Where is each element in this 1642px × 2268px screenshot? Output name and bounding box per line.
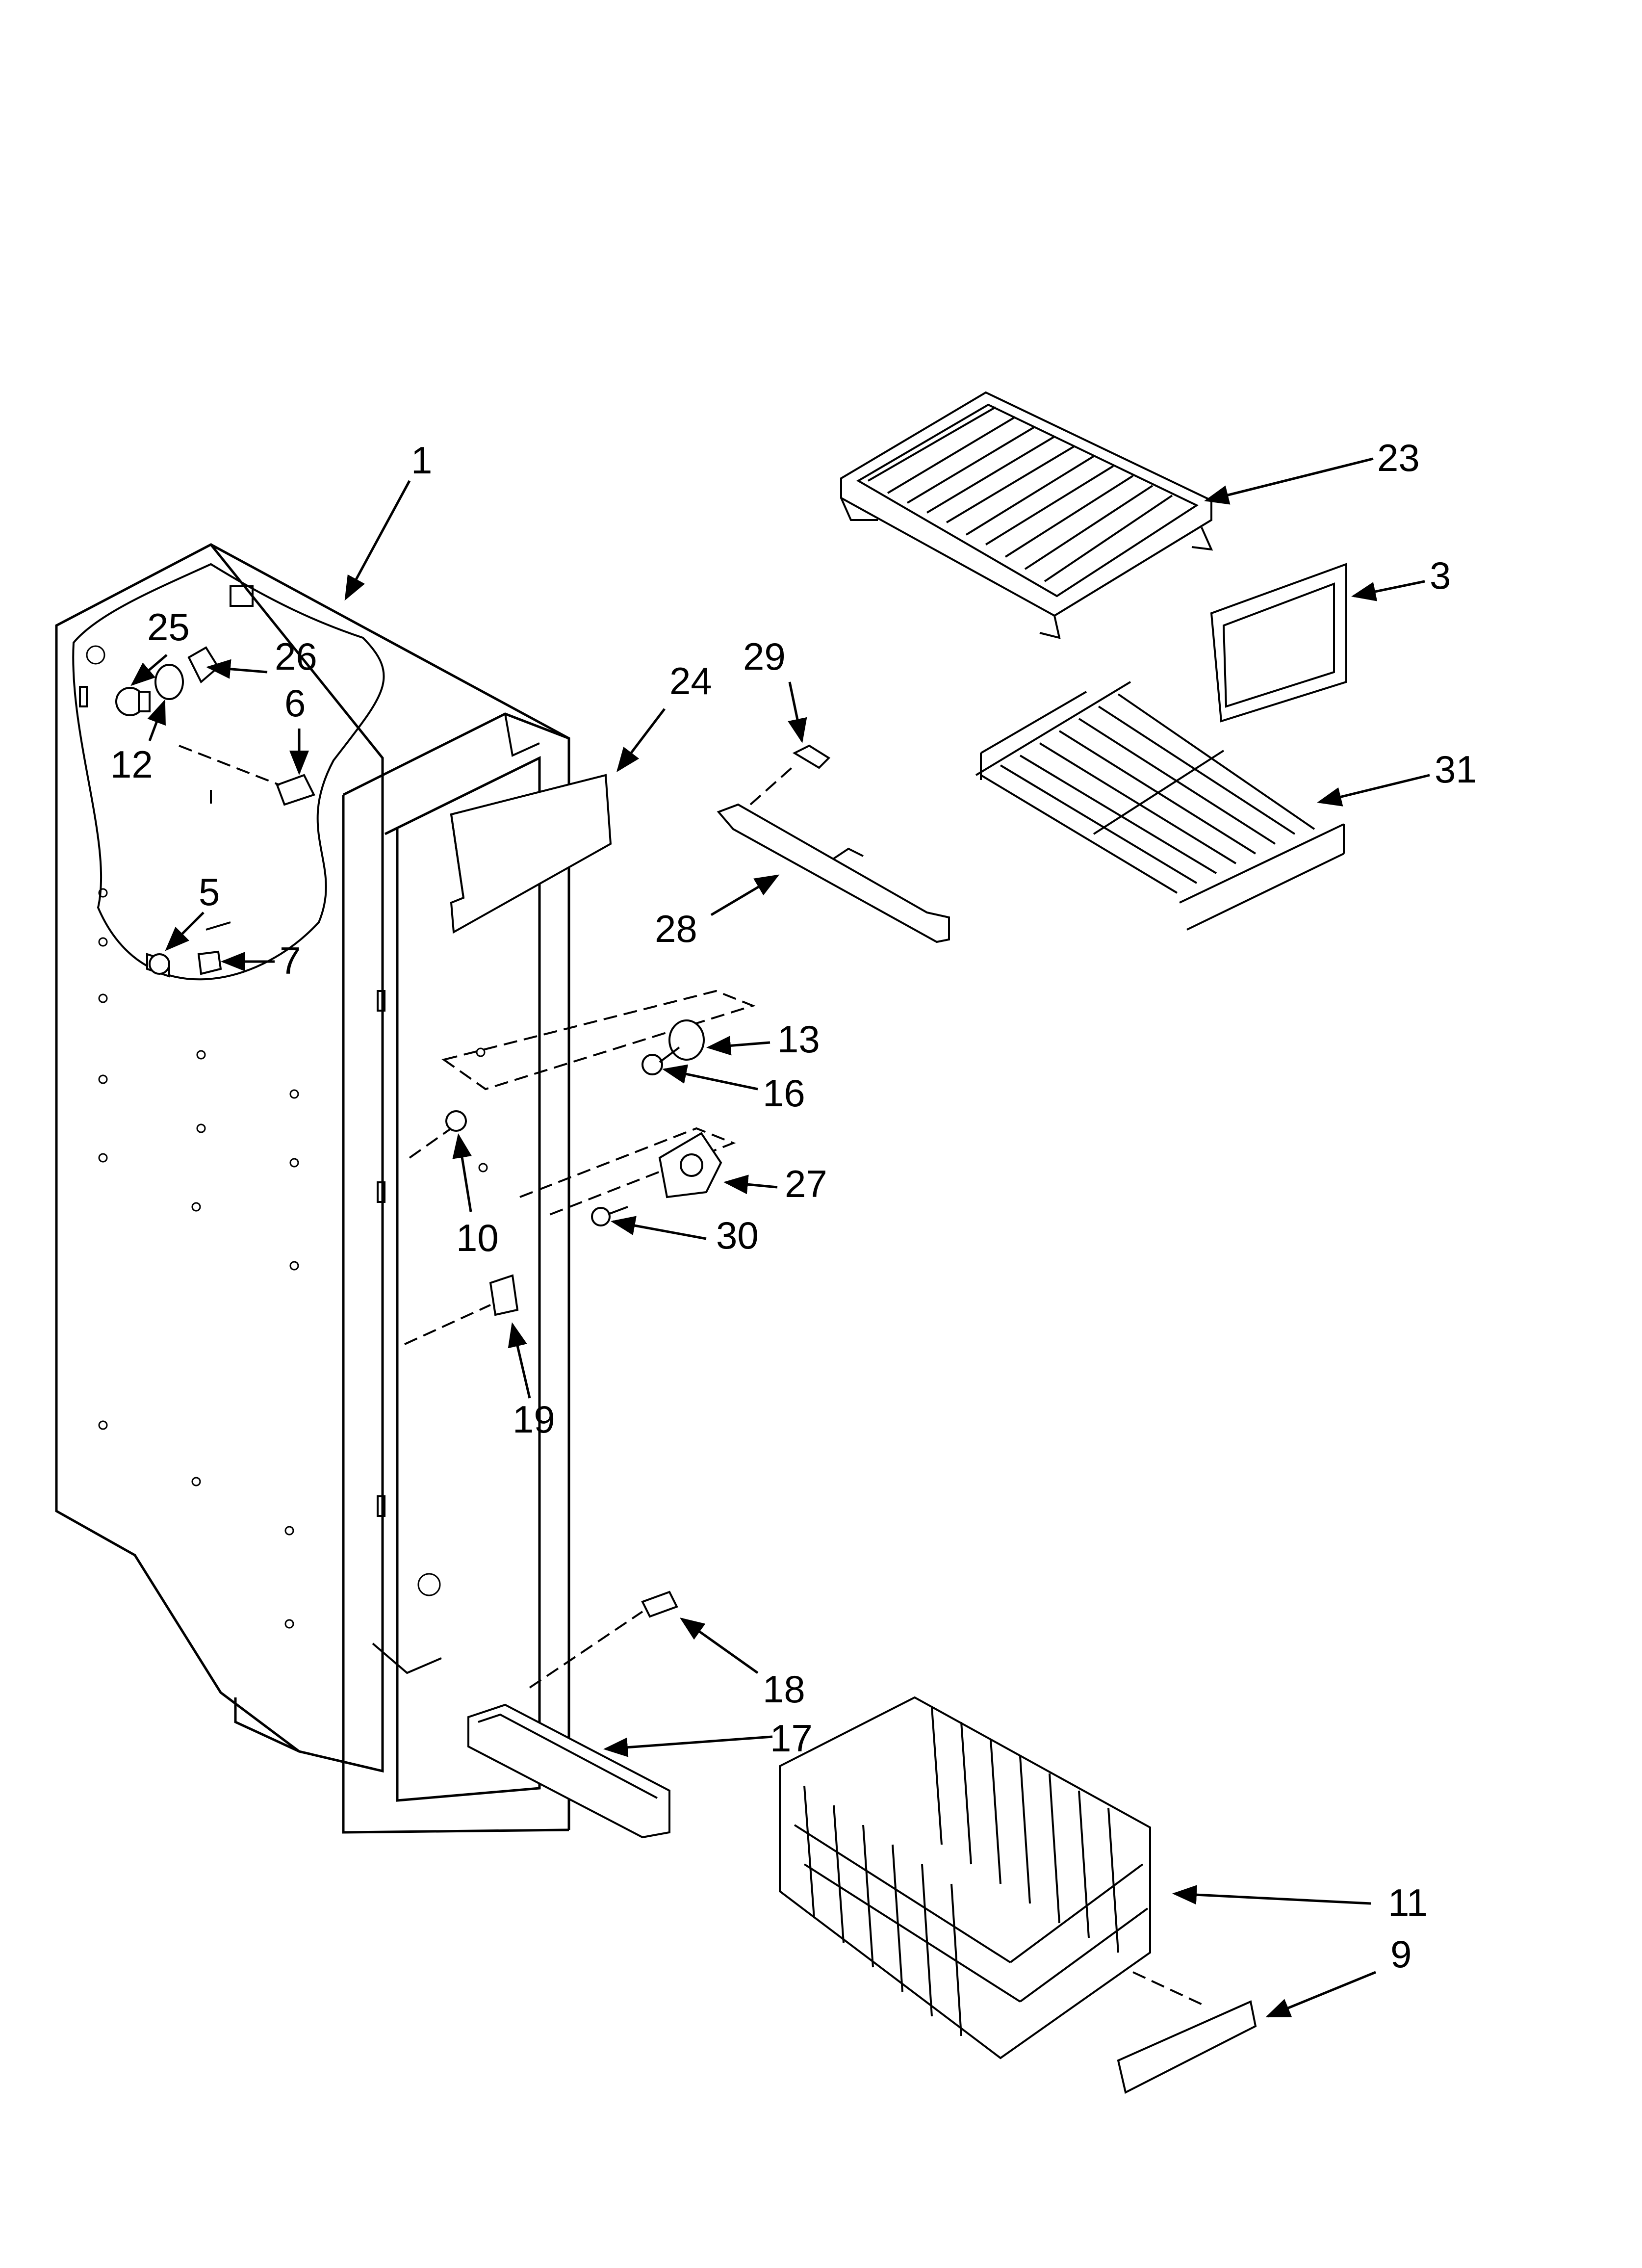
shelf-trim-part xyxy=(1210,563,1347,723)
callout-3: 3 xyxy=(1430,554,1451,597)
small-parts-cutaway xyxy=(115,646,315,978)
label-strip-part xyxy=(450,774,612,934)
callout-16: 16 xyxy=(763,1071,805,1115)
callout-9: 9 xyxy=(1390,1932,1411,1976)
callout-24: 24 xyxy=(669,659,712,703)
callout-19: 19 xyxy=(513,1398,555,1441)
callout-10: 10 xyxy=(456,1216,499,1259)
callout-25: 25 xyxy=(147,605,190,649)
callout-7: 7 xyxy=(280,939,301,982)
callout-18: 18 xyxy=(763,1668,805,1711)
side-holes xyxy=(98,888,299,1629)
callout-31: 31 xyxy=(1435,748,1477,791)
freezer-liner-part xyxy=(55,543,570,1834)
callout-23: 23 xyxy=(1377,436,1420,479)
callout-26: 26 xyxy=(275,635,317,678)
callout-13: 13 xyxy=(777,1017,820,1061)
callout-17: 17 xyxy=(770,1717,813,1760)
kick-plate-part xyxy=(467,1590,678,1839)
glass-shelf-part xyxy=(840,391,1213,639)
shelf-bracket-part xyxy=(717,744,950,943)
callout-30: 30 xyxy=(716,1214,759,1257)
leader-lines xyxy=(130,457,1430,2018)
callout-29: 29 xyxy=(743,635,786,678)
callout-labels: 1 23 3 29 24 25 26 6 12 31 28 5 7 13 16 … xyxy=(110,436,1477,1976)
callout-27: 27 xyxy=(785,1162,827,1205)
wire-shelf-part xyxy=(975,681,1345,931)
callout-1: 1 xyxy=(411,439,432,482)
hardware-parts xyxy=(404,990,756,1345)
callout-6: 6 xyxy=(284,681,306,725)
callout-11: 11 xyxy=(1388,1881,1428,1924)
callout-5: 5 xyxy=(199,870,220,913)
wire-basket-part xyxy=(779,1696,1207,2059)
callout-28: 28 xyxy=(655,907,697,950)
callout-12: 12 xyxy=(110,743,153,786)
basket-trim-part xyxy=(1117,2000,1257,2094)
